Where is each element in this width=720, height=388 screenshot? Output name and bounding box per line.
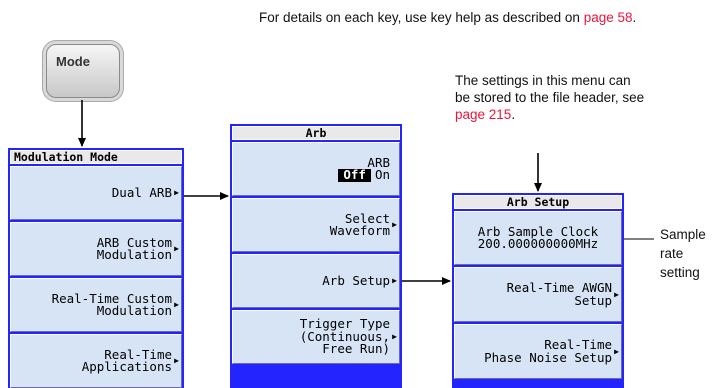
arb-setup-softkey[interactable]: Arb Setup ▶ [232,254,400,308]
arb-toggle-label: ARB [367,154,390,170]
real-time-custom-modulation-softkey[interactable]: Real-Time Custom Modulation ▶ [10,278,182,332]
arb-on-state: On [374,167,390,182]
file-header-note: The settings in this menu can be stored … [455,73,645,122]
submenu-arrow-icon: ▶ [392,331,397,341]
page-58-link[interactable]: page 58 [583,10,633,25]
arb-menu-title: Arb [232,126,400,140]
submenu-arrow-icon: ▶ [174,187,179,197]
real-time-awgn-setup-softkey[interactable]: Real-Time AWGN Setup ▶ [454,267,622,322]
arb-setup-menu: Arb Setup Arb Sample Clock 200.000000000… [452,193,624,388]
real-time-phase-noise-setup-softkey[interactable]: Real-Time Phase Noise Setup ▶ [454,324,622,379]
submenu-arrow-icon: ▶ [614,346,619,356]
select-waveform-softkey[interactable]: Select Waveform ▶ [232,198,400,252]
arb-sample-clock-softkey[interactable]: Arb Sample Clock 200.000000000MHz [454,211,622,265]
sample-rate-note: Sample rate setting [660,227,706,280]
mode-button-label: Mode [56,54,90,69]
submenu-arrow-icon: ▶ [174,243,179,253]
page-215-link[interactable]: page 215 [455,107,512,122]
arb-custom-modulation-softkey[interactable]: ARB Custom Modulation ▶ [10,222,182,276]
modulation-mode-title: Modulation Mode [10,150,182,164]
arb-off-state: Off [338,168,371,182]
trigger-type-softkey[interactable]: Trigger Type (Continuous, Free Run) ▶ [232,310,400,364]
dual-arb-softkey[interactable]: Dual ARB ▶ [10,166,182,220]
key-help-note: For details on each key, use key help as… [259,10,637,25]
modulation-mode-menu: Modulation Mode Dual ARB ▶ ARB Custom Mo… [8,148,184,388]
submenu-arrow-icon: ▶ [392,219,397,229]
submenu-arrow-icon: ▶ [174,355,179,365]
real-time-applications-softkey[interactable]: Real-Time Applications ▶ [10,334,182,388]
arb-setup-title: Arb Setup [454,195,622,209]
submenu-arrow-icon: ▶ [392,275,397,285]
mode-hardkey-button[interactable]: Mode [46,44,120,98]
submenu-arrow-icon: ▶ [174,299,179,309]
submenu-arrow-icon: ▶ [614,289,619,299]
